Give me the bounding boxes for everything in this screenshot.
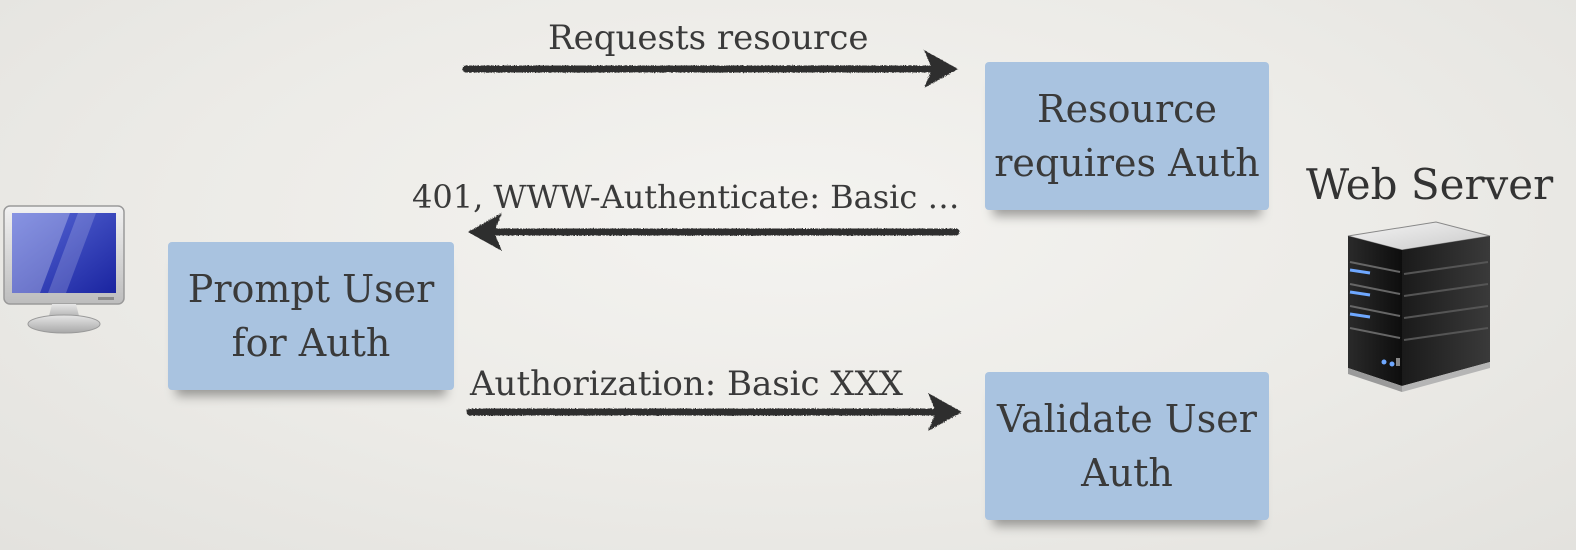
server-tower-icon (1347, 221, 1491, 392)
challenge-arrow-label: 401, WWW-Authenticate: Basic … (412, 178, 960, 216)
resource-requires-auth-text: Resource requires Auth (994, 87, 1260, 185)
authorization-arrow (466, 393, 962, 431)
prompt-user-text: Prompt User for Auth (187, 267, 435, 365)
validate-user-box: Validate User Auth (985, 372, 1269, 520)
validate-user-text: Validate User Auth (997, 397, 1257, 495)
computer-monitor-icon (3, 205, 125, 334)
challenge-arrow (468, 213, 960, 251)
resource-requires-auth-box: Resource requires Auth (985, 62, 1269, 210)
prompt-user-box: Prompt User for Auth (168, 242, 454, 390)
request-arrow-label: Requests resource (548, 18, 869, 58)
request-arrow (462, 50, 958, 88)
authorization-arrow-label: Authorization: Basic XXX (470, 364, 904, 404)
web-server-label: Web Server (1306, 160, 1554, 209)
